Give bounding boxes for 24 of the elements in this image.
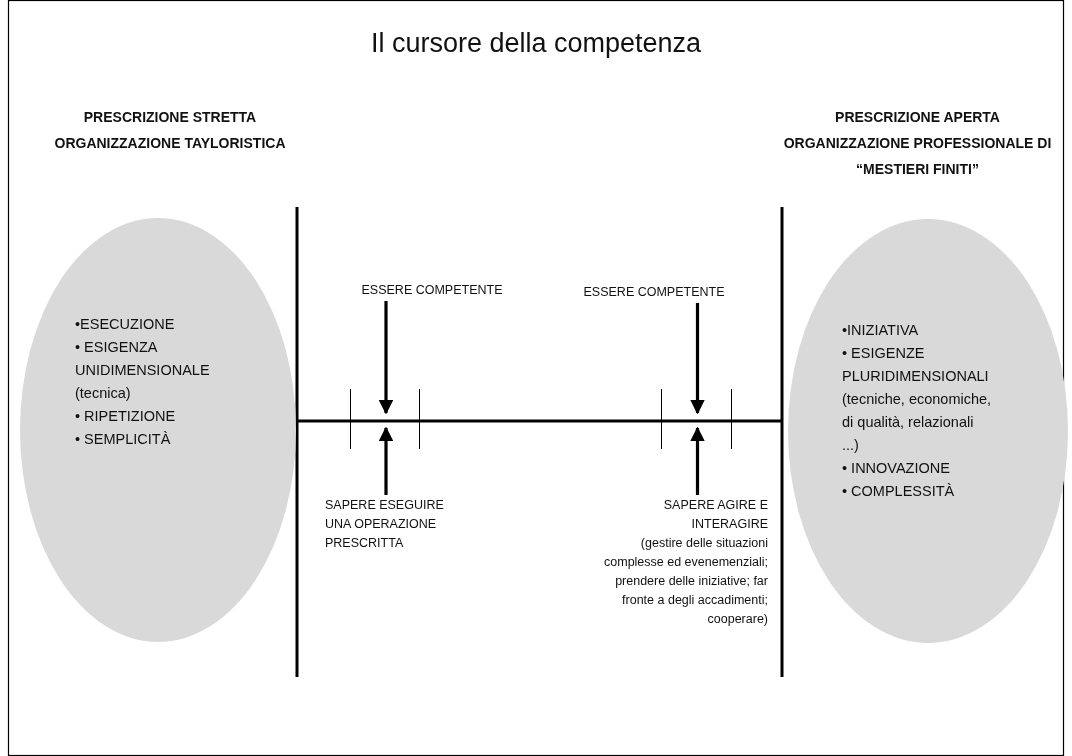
column-heading: ORGANIZZAZIONE PROFESSIONALE DI “MESTIERI FINITI” (782, 134, 1053, 179)
description-text: (gestire delle situazioni complesse ed evenemenziali; prendere delle iniziative; far fronte a degli accadimenti; cooperare) (603, 535, 768, 628)
arrow (378, 301, 394, 415)
bullet-item: • SEMPLICITÀ (75, 430, 172, 449)
bullet-item: • INNOVAZIONE (842, 459, 951, 478)
bullet-item: •INIZIATIVA (842, 321, 920, 340)
cursor-label: SAPERE ESEGUIRE UNA OPERAZIONE PRESCRITTA (325, 497, 445, 552)
bullet-item: • COMPLESSITÀ (842, 482, 956, 501)
cursor-label: ESSERE COMPETENTE (360, 282, 504, 299)
column-heading: PRESCRIZIONE STRETTA (82, 108, 258, 127)
column-heading: PRESCRIZIONE APERTA (834, 108, 1001, 127)
cursor-label: SAPERE AGIRE E INTERAGIRE (662, 497, 768, 533)
bullet-item: •ESECUZIONE (75, 315, 176, 334)
arrow (690, 303, 705, 415)
cursor-ticks (350, 389, 420, 449)
arrow (378, 426, 394, 495)
cursor-label: ESSERE COMPETENTE (582, 284, 726, 301)
cursor-ticks (661, 389, 732, 449)
diagram-title: Il cursore della competenza (369, 28, 703, 59)
bullet-item: • RIPETIZIONE (75, 407, 177, 426)
arrow (690, 426, 705, 495)
bullet-item: • ESIGENZE PLURIDIMENSIONALI (tecniche, economiche, di qualità, relazionali ...) (842, 344, 992, 455)
bullet-item: • ESIGENZA UNIDIMENSIONALE (tecnica) (75, 338, 211, 403)
column-heading: ORGANIZZAZIONE TAYLORISTICA (53, 134, 287, 153)
